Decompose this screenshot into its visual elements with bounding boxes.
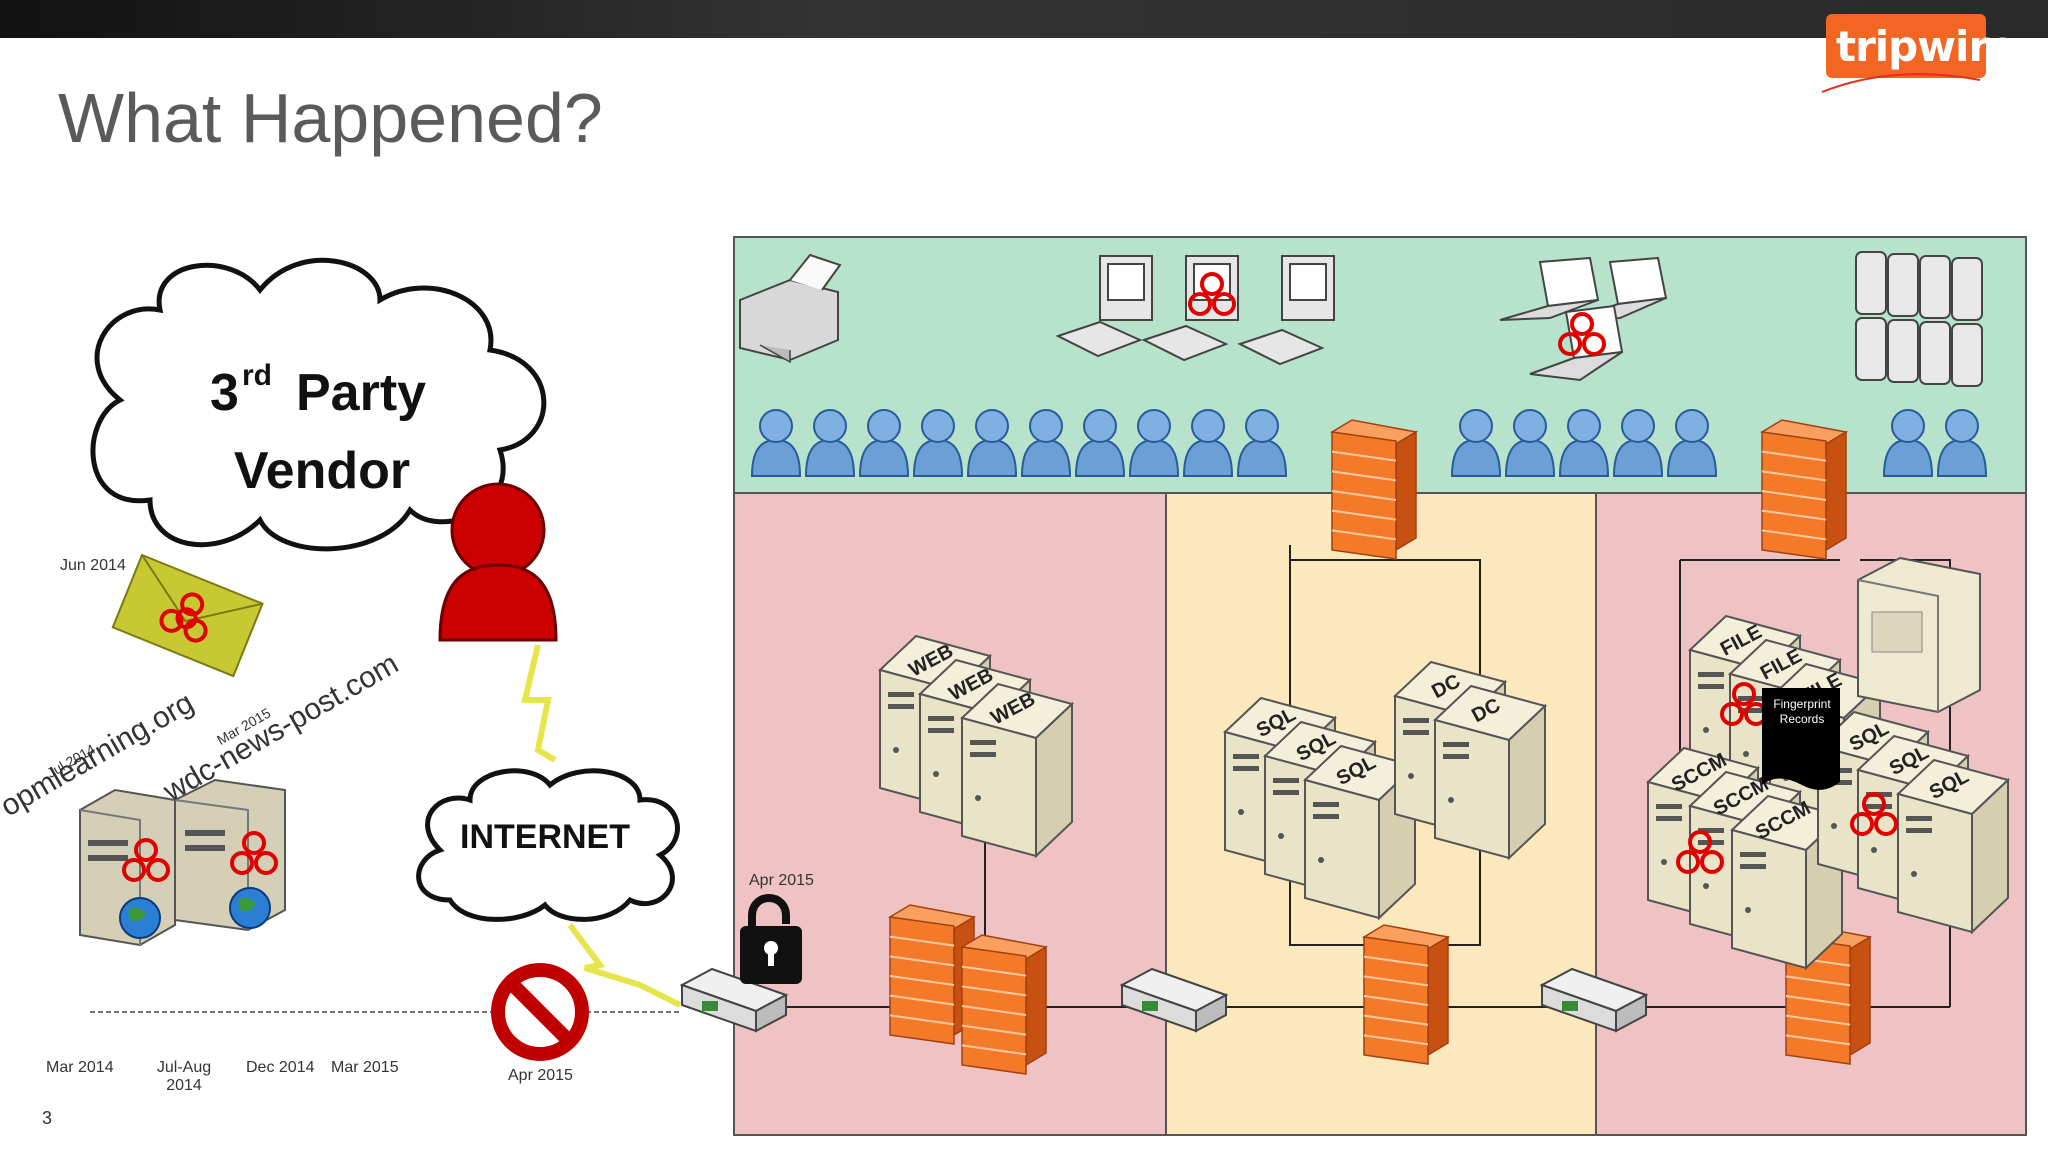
mobile-devices-icon	[1855, 251, 1983, 387]
user-icon	[804, 409, 856, 477]
server-icon: SQL	[1896, 758, 2010, 935]
attack-path-diagram: 3 rd Party Vendor INTERNET	[79, 257, 682, 1061]
switch-icon	[1119, 967, 1229, 1033]
vendor-title-party: Party	[296, 364, 426, 422]
switch-icon	[1539, 967, 1649, 1033]
lightning-icon-1	[521, 644, 557, 763]
firewall-icon	[1759, 419, 1849, 560]
user-icon	[1936, 409, 1988, 477]
user-icon	[1558, 409, 1610, 477]
top-bar	[0, 0, 2048, 38]
tower-server-icon	[1857, 556, 1981, 714]
vendor-title-vendor: Vendor	[234, 442, 410, 500]
blocked-sign-icon	[491, 963, 589, 1061]
internet-cloud	[416, 768, 680, 922]
switch-icon	[679, 967, 789, 1033]
user-icon	[1182, 409, 1234, 477]
vendor-title-sup: rd	[242, 359, 272, 392]
page-number: 3	[42, 1108, 53, 1128]
biohazard-icon	[159, 592, 208, 643]
printer-icon	[739, 253, 842, 364]
user-icon	[1504, 409, 1556, 477]
vendor-title-3: 3	[210, 364, 239, 422]
biohazard-icon	[230, 831, 278, 875]
biohazard-icon	[1676, 830, 1724, 874]
slide-title: What Happened?	[58, 79, 603, 157]
lock-date: Apr 2015	[749, 872, 814, 889]
tripwire-logo: tripwire	[1821, 14, 2017, 93]
timeline-mark: Dec 2014	[246, 1059, 315, 1076]
user-icon	[1074, 409, 1126, 477]
firewall-icon	[1361, 924, 1451, 1065]
lightning-icon-2	[567, 923, 682, 1008]
fingerprint-records-doc	[1762, 688, 1840, 790]
firewall-icon	[959, 934, 1049, 1075]
biohazard-icon	[1188, 272, 1236, 316]
user-icon	[750, 409, 802, 477]
timeline-mark: Mar 2015	[331, 1059, 399, 1076]
open-padlock-icon	[740, 894, 802, 984]
user-icon	[1128, 409, 1180, 477]
user-icon	[858, 409, 910, 477]
biohazard-icon	[1850, 792, 1898, 836]
timeline-mark: Mar 2014	[46, 1059, 114, 1076]
users-group	[750, 409, 1988, 477]
timeline-mark: Apr 2015	[508, 1067, 573, 1084]
user-icon	[912, 409, 964, 477]
attacker-person-icon	[438, 482, 558, 642]
biohazard-icon	[1558, 312, 1606, 356]
globe-icon	[229, 887, 271, 929]
servers: WEBWEBWEBSQLSQLSQLDCDCFILEFILEFILESCCMSC…	[878, 614, 2010, 971]
server-icon: SCCM	[1730, 794, 1844, 971]
server-icon: WEB	[960, 682, 1074, 859]
user-icon	[1450, 409, 1502, 477]
internet-label: INTERNET	[460, 818, 630, 856]
phishing-envelope-icon	[111, 553, 264, 678]
user-icon	[1236, 409, 1288, 477]
fingerprint-label: Fingerprint Records	[1773, 697, 1831, 726]
user-icon	[1020, 409, 1072, 477]
timeline-mark: Jul-Aug 2014	[156, 1059, 212, 1094]
laptops-icon	[1499, 256, 1668, 382]
desktop-computers-icon	[1055, 255, 1335, 366]
user-icon	[1612, 409, 1664, 477]
switches	[679, 967, 1649, 1033]
user-icon	[966, 409, 1018, 477]
biohazard-icon	[122, 838, 170, 882]
phish-date: Jun 2014	[60, 557, 126, 574]
globe-icon	[119, 897, 161, 939]
user-icon	[1666, 409, 1718, 477]
vendor-cloud	[90, 257, 547, 552]
server-icon: DC	[1433, 684, 1547, 861]
firewall-icon	[1329, 419, 1419, 560]
user-icon	[1882, 409, 1934, 477]
